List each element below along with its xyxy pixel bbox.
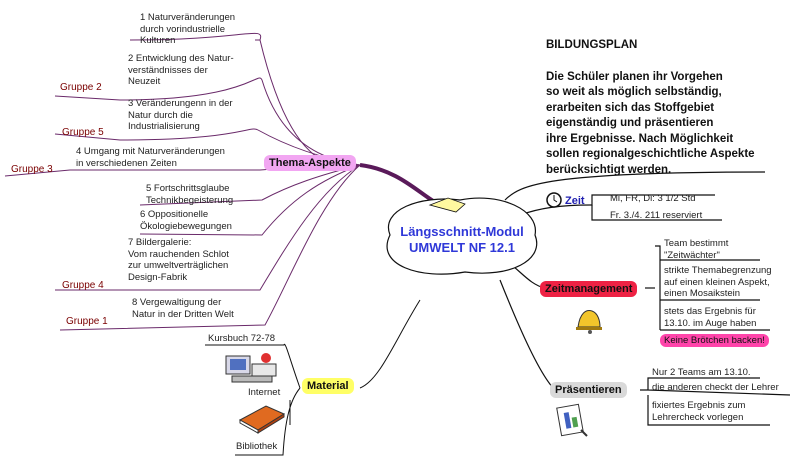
plan-line: sollen regionalgeschichtliche Aspekte xyxy=(546,148,755,160)
central-topic[interactable]: Längsschnitt-Modul UMWELT NF 12.1 xyxy=(392,224,532,256)
chart-icon xyxy=(556,403,588,437)
plan-line: so weit als möglich selbständig, xyxy=(546,86,722,98)
material-item-bibliothek[interactable]: Bibliothek xyxy=(236,441,278,452)
praes-item-2[interactable]: die anderen checkt der Lehrer xyxy=(652,382,779,393)
group-label-1: Gruppe 1 xyxy=(66,316,108,327)
book-icon xyxy=(238,405,286,434)
bubble-cloud-icon xyxy=(386,197,538,275)
zm-item-3[interactable]: stets das Ergebnis für 13.10. im Auge ha… xyxy=(664,306,757,329)
thema-item-8[interactable]: 8 Vergewaltigung der Natur in der Dritte… xyxy=(132,297,234,320)
thema-item-5[interactable]: 5 Fortschrittsglaube Technikbegeisterung xyxy=(146,183,234,206)
bildungsplan-note: BILDUNGSPLAN Die Schüler planen ihr Vorg… xyxy=(546,38,755,178)
thema-item-1[interactable]: 1 Naturveränderungen durch vorindustriel… xyxy=(140,12,236,46)
material-label[interactable]: Material xyxy=(302,378,354,394)
group-label-3: Gruppe 3 xyxy=(11,164,53,175)
bell-icon xyxy=(576,310,602,334)
bildungsplan-title: BILDUNGSPLAN xyxy=(546,39,638,51)
thema-item-2[interactable]: 2 Entwicklung des Natur- verständnisses … xyxy=(128,53,234,87)
plan-line: eigenständig und präsentieren xyxy=(546,117,714,129)
zeitmanagement-label[interactable]: Zeitmanagement xyxy=(540,281,638,297)
thema-item-3[interactable]: 3 Veränderungenn in der Natur durch die … xyxy=(128,98,233,132)
group-label-4: Gruppe 4 xyxy=(62,280,104,291)
material-item-internet[interactable]: Internet xyxy=(248,387,281,398)
computer-icon xyxy=(225,353,277,383)
plan-line: Die Schüler planen ihr Vorgehen xyxy=(546,70,723,83)
thema-aspekte-label[interactable]: Thema-Aspekte xyxy=(264,155,356,171)
zeit-item-1[interactable]: Mi, FR, Di: 3 1/2 Std xyxy=(610,193,696,204)
clock-icon xyxy=(546,192,562,208)
praes-item-3[interactable]: fixiertes Ergebnis zum Lehrercheck vorle… xyxy=(652,400,746,423)
thema-item-6[interactable]: 6 Oppositionelle Ökologiebewegungen xyxy=(140,209,232,232)
plan-line: ihre Ergebnisse. Nach Möglichkeit xyxy=(546,132,734,145)
zeit-label[interactable]: Zeit xyxy=(565,195,585,207)
zm-item-1[interactable]: Team bestimmt "Zeitwächter" xyxy=(664,238,729,261)
material-item-kursbuch[interactable]: Kursbuch 72-78 xyxy=(208,333,276,344)
group-label-5: Gruppe 5 xyxy=(62,127,104,138)
zm-item-2[interactable]: strikte Themabegrenzung auf einen kleine… xyxy=(664,265,772,299)
plan-line: berücksichtigt werden. xyxy=(546,163,672,176)
center-line-2: UMWELT NF 12.1 xyxy=(409,240,515,255)
zm-item-4[interactable]: Keine Brötchen backen! xyxy=(660,334,769,347)
group-label-2: Gruppe 2 xyxy=(60,82,102,93)
thema-item-4[interactable]: 4 Umgang mit Naturveränderungen in versc… xyxy=(76,146,225,169)
praes-item-1[interactable]: Nur 2 Teams am 13.10. xyxy=(652,367,751,378)
plan-line: erarbeiten sich das Stoffgebiet xyxy=(546,101,715,114)
praesentieren-label[interactable]: Präsentieren xyxy=(550,382,627,398)
zeit-item-2[interactable]: Fr. 3./4. 211 reserviert xyxy=(610,210,703,221)
center-line-1: Längsschnitt-Modul xyxy=(400,224,524,239)
thema-item-7[interactable]: 7 Bildergalerie: Vom rauchenden Schlot z… xyxy=(128,237,229,283)
